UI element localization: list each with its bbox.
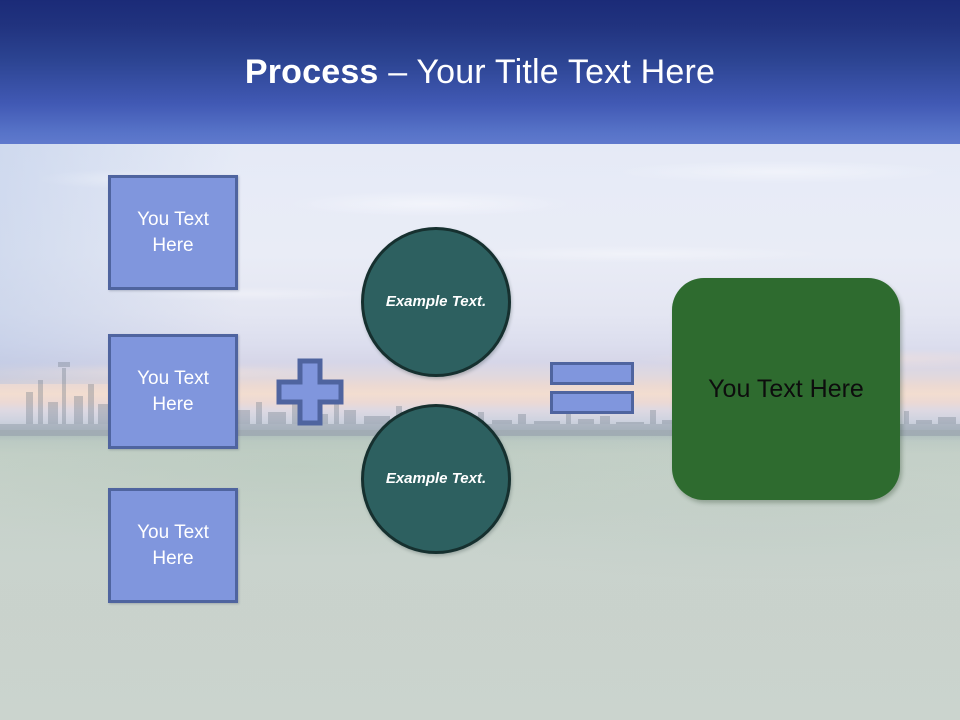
- equals-icon: [550, 362, 634, 414]
- equals-bar-top: [550, 362, 634, 385]
- input-box-3-label: You Text Here: [137, 521, 209, 569]
- result-box-label: You Text Here: [708, 374, 864, 403]
- input-box-1-label: You Text Here: [137, 208, 209, 256]
- input-box-2[interactable]: You Text Here: [108, 334, 238, 449]
- factor-circle-2[interactable]: Example Text.: [361, 404, 511, 554]
- factor-circle-2-label: Example Text.: [385, 470, 487, 487]
- factor-circle-1[interactable]: Example Text.: [361, 227, 511, 377]
- slide-header: Process – Your Title Text Here: [0, 0, 960, 144]
- input-box-3[interactable]: You Text Here: [108, 488, 238, 603]
- result-box[interactable]: You Text Here: [672, 278, 900, 500]
- plus-icon: [276, 358, 344, 426]
- factor-circle-1-label: Example Text.: [385, 293, 487, 310]
- input-box-1[interactable]: You Text Here: [108, 175, 238, 290]
- input-box-2-label: You Text Here: [137, 367, 209, 415]
- page-title-remainder: – Your Title Text Here: [378, 53, 716, 91]
- page-title-emphasis: Process: [244, 53, 379, 91]
- page-title: Process – Your Title Text Here: [0, 52, 960, 92]
- equals-bar-bottom: [550, 391, 634, 414]
